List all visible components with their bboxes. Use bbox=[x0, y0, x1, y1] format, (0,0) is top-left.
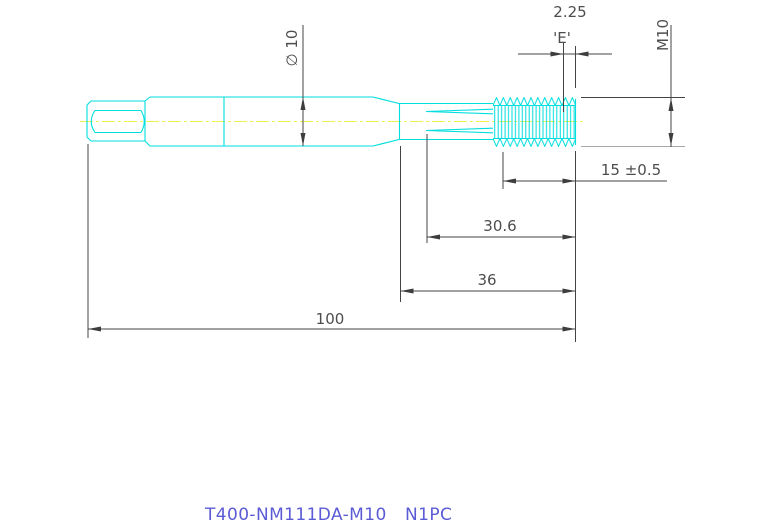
arrow-right-icon bbox=[562, 234, 576, 240]
arrow-left-icon bbox=[575, 51, 589, 57]
thread-spec-label: M10 bbox=[654, 19, 672, 51]
dimension-overall-length: 100 bbox=[87, 144, 576, 342]
dimension-chamfer: 2.25 'E' bbox=[518, 3, 612, 112]
arrow-up-icon bbox=[668, 98, 674, 111]
arrow-right-icon bbox=[550, 51, 564, 57]
front-length-label: 36 bbox=[477, 271, 496, 289]
arrow-right-icon bbox=[562, 178, 576, 184]
square-drive-cylinder bbox=[90, 109, 145, 134]
flute-length-label: 30.6 bbox=[483, 217, 516, 235]
dimension-thread-spec: M10 bbox=[581, 19, 685, 147]
arrow-left-icon bbox=[427, 234, 440, 240]
overall-length-label: 100 bbox=[316, 310, 345, 328]
chamfer-length-label: 2.25 bbox=[553, 3, 586, 21]
chamfer-letter-label: 'E' bbox=[553, 29, 571, 47]
arrow-left-icon bbox=[400, 288, 414, 294]
thread-length-label: 15 ±0.5 bbox=[601, 161, 661, 179]
shank-outline bbox=[150, 96, 401, 147]
arrow-right-icon bbox=[562, 288, 576, 294]
dimension-front-length: 36 bbox=[400, 146, 576, 302]
arrow-right-icon bbox=[562, 326, 576, 332]
arrow-down-icon bbox=[668, 133, 674, 146]
tap-body bbox=[86, 96, 577, 147]
quantity-label: N1PC bbox=[405, 505, 452, 523]
dimension-shank-diameter: ∅ 10 bbox=[283, 25, 306, 146]
chamfer-ext-lines bbox=[563, 43, 576, 112]
thread-section bbox=[493, 97, 576, 147]
arrow-down-icon bbox=[300, 133, 306, 146]
neck-outline bbox=[399, 102, 493, 141]
flute-lines bbox=[425, 108, 494, 134]
dimension-flute-length: 30.6 bbox=[426, 134, 576, 243]
shank-diameter-label: ∅ 10 bbox=[283, 30, 301, 67]
arrow-up-icon bbox=[300, 97, 306, 110]
square-drive-outline bbox=[86, 96, 151, 147]
arrow-left-icon bbox=[503, 178, 516, 184]
arrow-left-icon bbox=[88, 326, 101, 332]
dimension-thread-length: 15 ±0.5 bbox=[502, 152, 667, 189]
part-number: T400-NM111DA-M10 bbox=[204, 505, 387, 523]
